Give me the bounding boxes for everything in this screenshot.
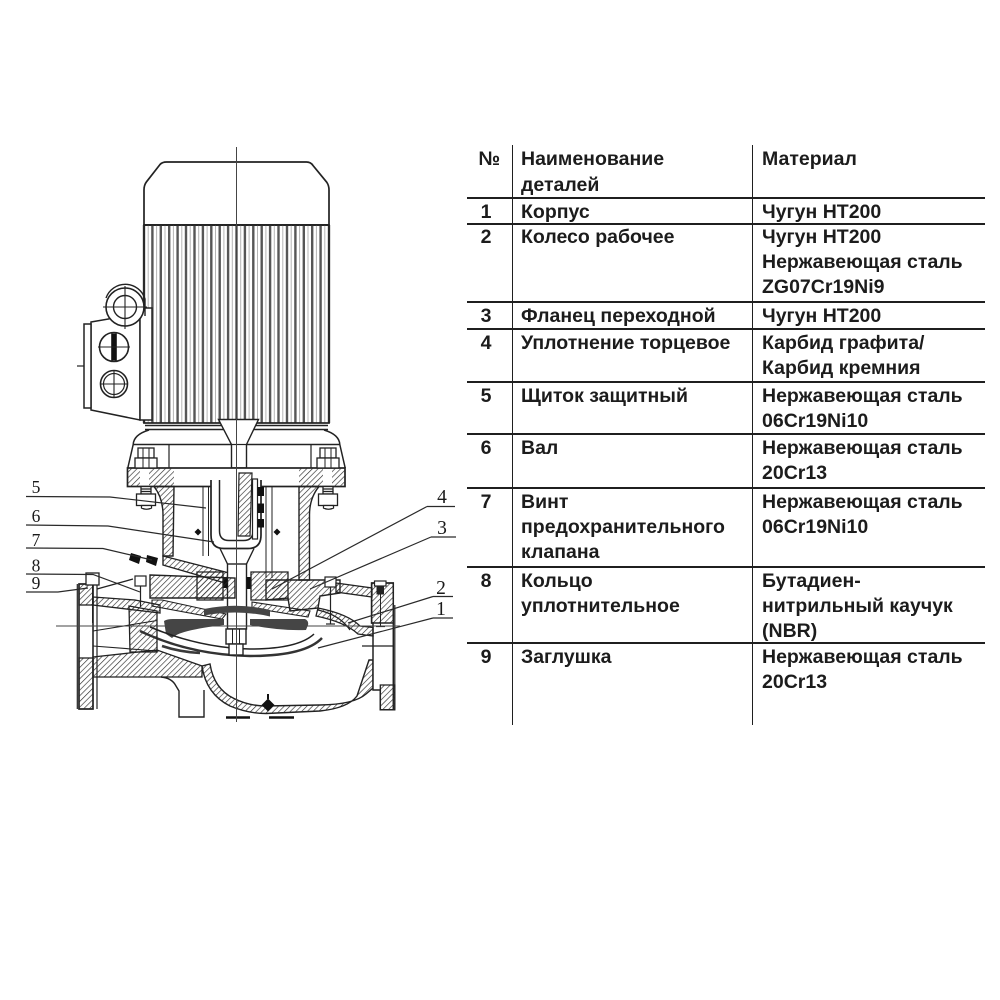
svg-text:5: 5 — [32, 477, 41, 497]
svg-text:6: 6 — [32, 506, 41, 526]
svg-text:1: 1 — [436, 599, 446, 620]
svg-text:2: 2 — [436, 578, 446, 599]
svg-text:3: 3 — [437, 518, 447, 539]
svg-text:7: 7 — [32, 530, 41, 550]
svg-text:9: 9 — [32, 573, 41, 593]
svg-text:8: 8 — [32, 556, 41, 576]
svg-text:4: 4 — [437, 487, 447, 508]
